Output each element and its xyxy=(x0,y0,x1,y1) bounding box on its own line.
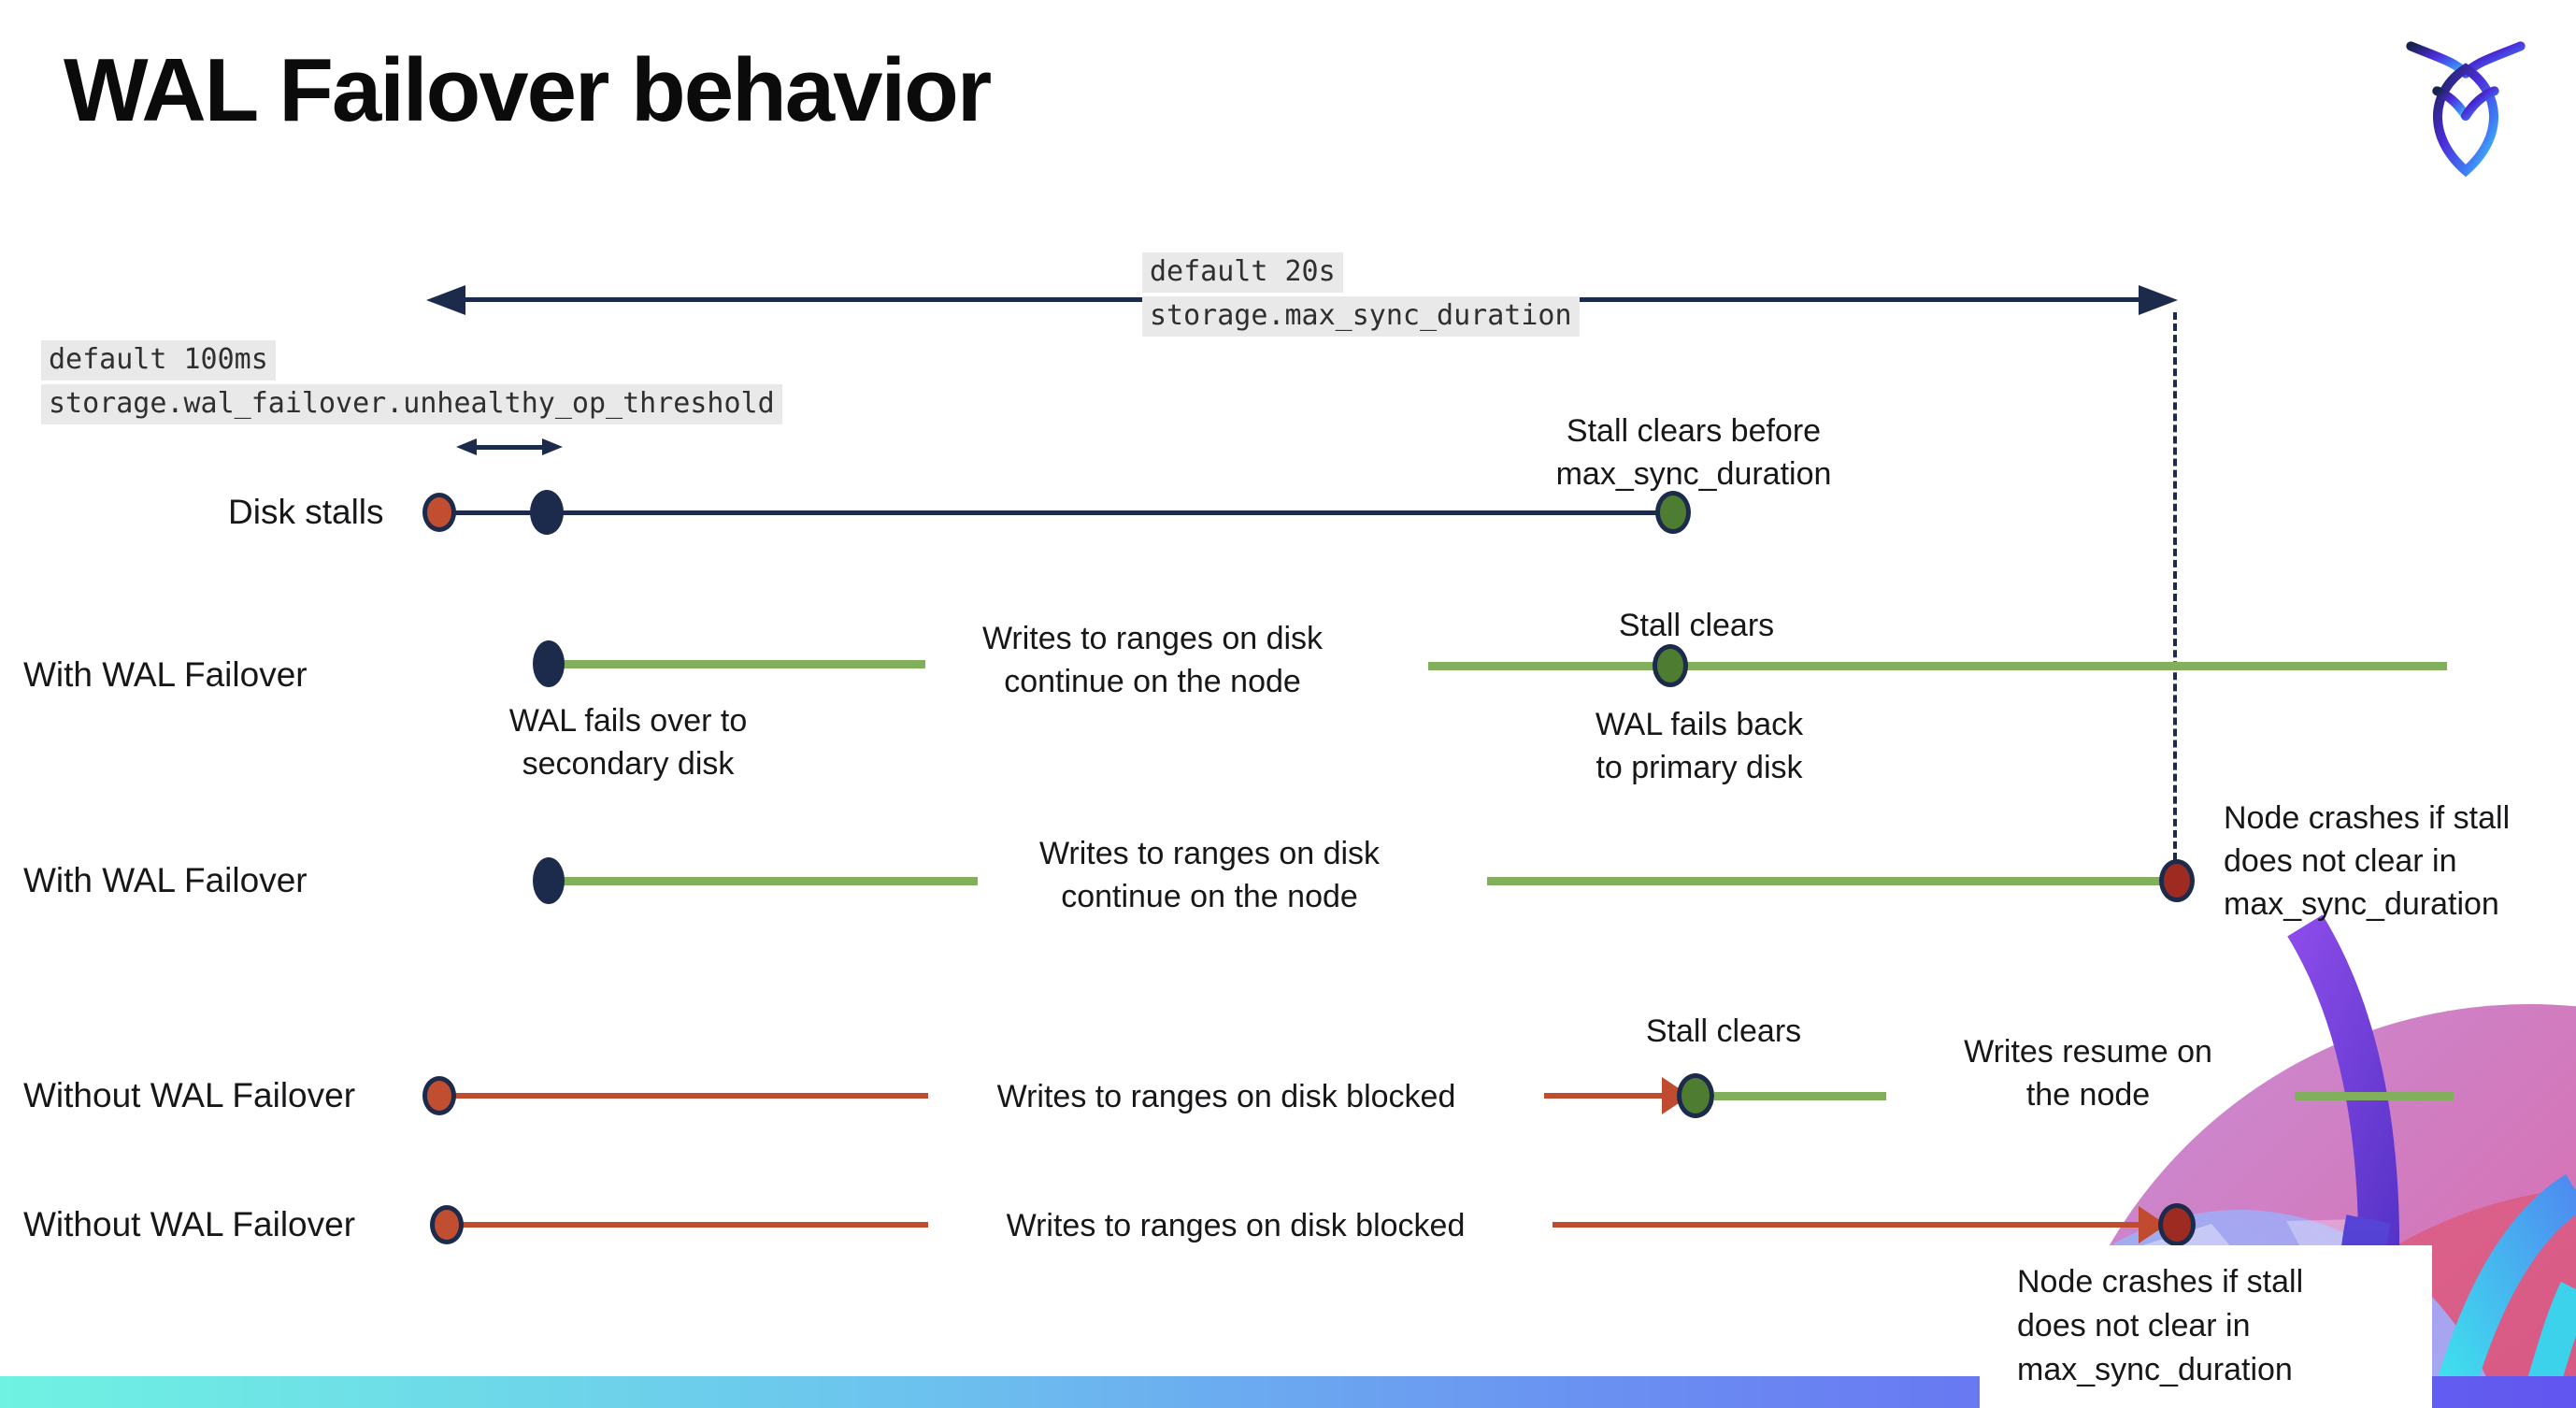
annotation-writes-blocked-row5: Writes to ranges on disk blocked xyxy=(1006,1208,1466,1243)
row3-failover-dot xyxy=(533,857,565,904)
arrowhead-right-icon xyxy=(2139,285,2178,315)
node-crashes-callout-box: Node crashes if stall does not clear in … xyxy=(1980,1245,2432,1408)
row4-green-line-b xyxy=(2295,1092,2454,1100)
cockroachdb-logo-icon xyxy=(2406,41,2526,178)
small-arrowhead-left-icon xyxy=(456,438,477,455)
row3-green-line-a xyxy=(561,877,978,885)
row2-failover-dot xyxy=(533,640,565,687)
row1-threshold-dot xyxy=(530,490,564,535)
row3-node-crash-dot xyxy=(2159,859,2195,902)
row2-stall-clears-dot xyxy=(1653,644,1688,687)
row3-green-line-b xyxy=(1487,877,2170,885)
row-label-disk-stalls: Disk stalls xyxy=(228,493,384,531)
row1-stall-start-dot xyxy=(422,493,456,532)
annotation-stall-clears-row4: Stall clears xyxy=(1645,1013,1802,1049)
row4-red-arrow-line xyxy=(1544,1093,1662,1099)
row-label-with-wal-failover-2: With WAL Failover xyxy=(23,861,308,899)
page-title: WAL Failover behavior xyxy=(64,40,992,140)
row4-stall-clears-dot xyxy=(1677,1073,1714,1118)
annotation-writes-continue-row2: Writes to ranges on disk continue on the… xyxy=(981,621,1324,699)
max-sync-duration-label: default 20s storage.max_sync_duration xyxy=(1142,252,1580,340)
arrowhead-left-icon xyxy=(426,285,465,315)
unhealthy-op-default-value: default 100ms xyxy=(41,340,276,381)
row1-stall-clears-dot xyxy=(1655,491,1691,534)
unhealthy-op-threshold-arrow xyxy=(473,445,546,450)
row2-green-line-b xyxy=(1428,662,2447,670)
annotation-writes-continue-row3: Writes to ranges on disk continue on the… xyxy=(1038,836,1381,914)
max-sync-default-value: default 20s xyxy=(1142,252,1343,293)
row4-red-line xyxy=(455,1093,928,1099)
unhealthy-op-setting-name: storage.wal_failover.unhealthy_op_thresh… xyxy=(41,384,782,424)
annotation-writes-blocked-row4: Writes to ranges on disk blocked xyxy=(996,1079,1456,1114)
row4-green-line-a xyxy=(1714,1092,1886,1100)
row5-node-crash-dot xyxy=(2158,1203,2196,1246)
row-label-with-wal-failover-1: With WAL Failover xyxy=(23,655,308,694)
max-sync-deadline-dashed-line xyxy=(2173,312,2177,871)
row2-green-line-a xyxy=(561,660,925,668)
row4-stall-start-dot xyxy=(422,1076,456,1115)
annotation-stall-clears-row2: Stall clears xyxy=(1618,608,1775,643)
row1-timeline xyxy=(439,510,1673,515)
annotation-wal-fails-back: WAL fails back to primary disk xyxy=(1595,707,1804,785)
small-arrowhead-right-icon xyxy=(542,438,563,455)
row5-stall-start-dot xyxy=(430,1205,464,1244)
annotation-stall-clears-before: Stall clears before max_sync_duration xyxy=(1555,413,1832,492)
row5-red-line xyxy=(463,1222,928,1228)
unhealthy-op-threshold-label: default 100ms storage.wal_failover.unhea… xyxy=(41,340,782,428)
row-label-without-wal-failover-2: Without WAL Failover xyxy=(23,1205,356,1243)
annotation-writes-resume: Writes resume on the node xyxy=(1964,1034,2212,1113)
annotation-wal-fails-over: WAL fails over to secondary disk xyxy=(508,703,748,782)
row5-red-arrow-line xyxy=(1553,1222,2139,1228)
max-sync-setting-name: storage.max_sync_duration xyxy=(1142,296,1580,337)
annotation-node-crashes-row3: Node crashes if stall does not clear in … xyxy=(2224,800,2511,922)
row-label-without-wal-failover-1: Without WAL Failover xyxy=(23,1076,356,1114)
annotation-node-crashes-box: Node crashes if stall does not clear in … xyxy=(2017,1264,2304,1387)
